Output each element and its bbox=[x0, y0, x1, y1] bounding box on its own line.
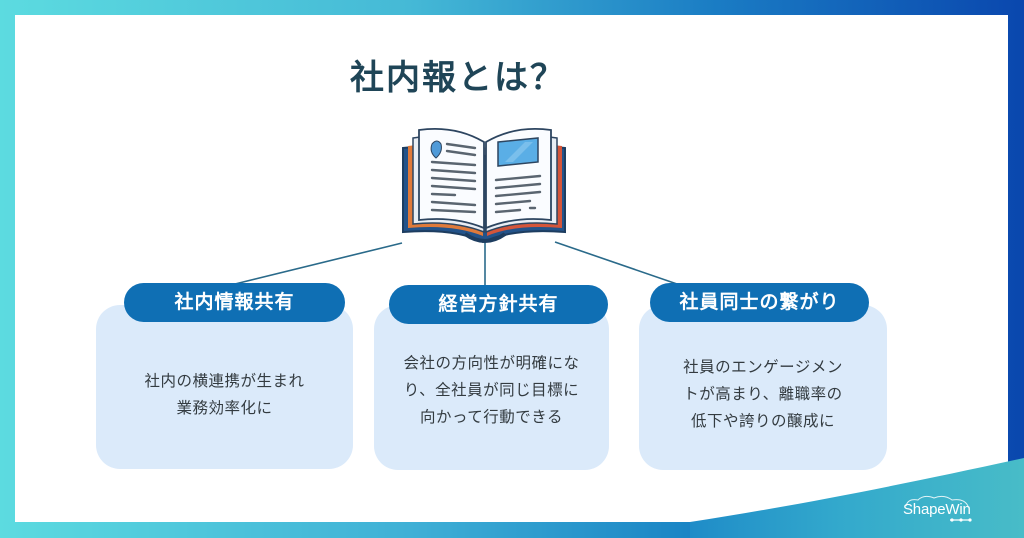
description-internal-sharing: 社内の横連携が生まれ 業務効率化に bbox=[96, 368, 353, 422]
description-line: 会社の方向性が明確にな bbox=[403, 354, 580, 372]
description-management-policy: 会社の方向性が明確にな り、全社員が同じ目標に 向かって行動できる bbox=[374, 350, 609, 431]
description-line: 低下や誇りの醸成に bbox=[690, 412, 835, 430]
shapewin-logo: ShapeWin bbox=[898, 494, 978, 524]
description-line: 社員のエンゲージメン bbox=[683, 358, 843, 376]
description-line: 社内の横連携が生まれ bbox=[144, 372, 305, 390]
cloud-logo-icon bbox=[905, 495, 972, 522]
badge-management-policy-sharing: 経営方針共有 bbox=[389, 285, 608, 324]
description-line: トが高まり、離職率の bbox=[683, 385, 843, 403]
description-line: 向かって行動できる bbox=[420, 408, 563, 426]
description-line: 業務効率化に bbox=[176, 399, 273, 417]
badge-employee-connections: 社員同士の繋がり bbox=[650, 283, 869, 322]
badge-internal-info-sharing: 社内情報共有 bbox=[124, 283, 345, 322]
description-line: り、全社員が同じ目標に bbox=[403, 381, 580, 399]
info-card-employee-connections bbox=[639, 305, 887, 470]
page-title: 社内報とは？ bbox=[350, 58, 566, 98]
open-book-icon bbox=[402, 127, 566, 244]
description-employee-connections: 社員のエンゲージメン トが高まり、離職率の 低下や誇りの醸成に bbox=[639, 354, 887, 435]
logo-text: ShapeWin bbox=[903, 501, 971, 518]
info-card-management-policy bbox=[374, 305, 609, 470]
info-card-internal-sharing bbox=[96, 305, 353, 469]
